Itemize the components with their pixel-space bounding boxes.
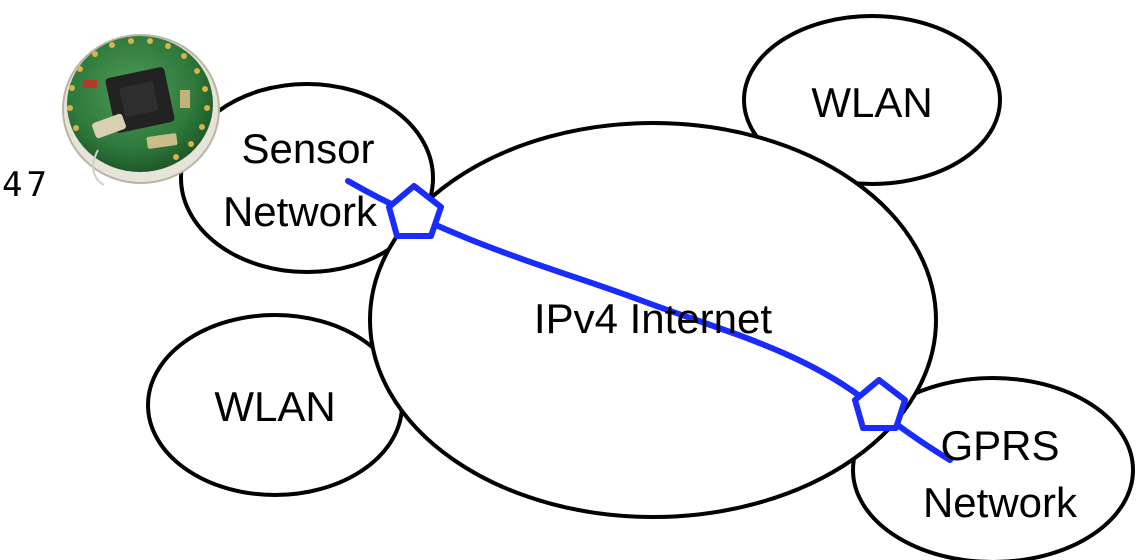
sensor-network-ellipse [179, 82, 435, 274]
sensor-network-label-line2: Network [223, 188, 378, 235]
gprs-network-label-line2: Network [923, 479, 1078, 526]
slide-number: 47 [2, 165, 51, 205]
internet-ellipse [368, 121, 938, 519]
wlan-left-label: WLAN [214, 383, 335, 430]
internet-label: IPv4 Internet [534, 295, 772, 342]
gateway-icon-sensor [386, 183, 444, 239]
wlan-top-label: WLAN [811, 79, 932, 126]
sensor-board-image [62, 34, 220, 186]
gprs-network-label-line1: GPRS [940, 422, 1059, 469]
gateway-icon-gprs [852, 377, 908, 431]
wlan-top-ellipse [742, 14, 1002, 186]
gprs-network-ellipse [851, 376, 1135, 560]
sensor-network-label-line1: Sensor [241, 125, 374, 172]
